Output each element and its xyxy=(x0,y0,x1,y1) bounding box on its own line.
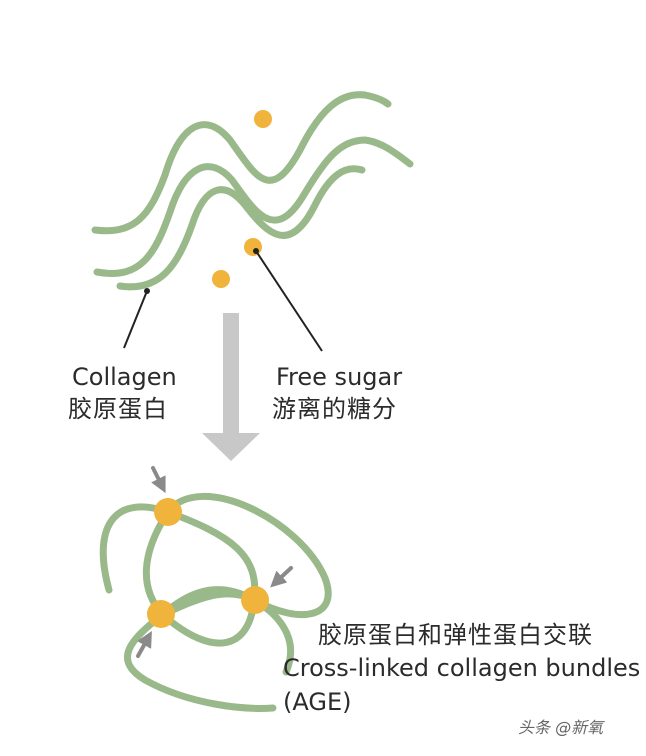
network-fiber-1 xyxy=(99,492,332,712)
collagen-label-en: Collagen xyxy=(72,363,177,391)
collagen-fiber-2 xyxy=(93,136,414,277)
free-sugar-label-en: Free sugar xyxy=(276,363,403,391)
sugar-molecule-1 xyxy=(254,110,272,128)
indicator-arrow-1 xyxy=(151,466,166,494)
collagen-pointer-dot xyxy=(144,288,150,294)
crosslinked-label-zh: 胶原蛋白和弹性蛋白交联 xyxy=(318,621,593,649)
collagen-fiber-3 xyxy=(116,165,366,291)
age-label: (AGE) xyxy=(283,688,352,716)
watermark: 头条 @新氧 xyxy=(518,718,604,737)
indicator-arrow-2 xyxy=(270,566,293,588)
crosslink-nodes xyxy=(147,498,269,628)
transition-arrow xyxy=(202,313,260,461)
crosslink-node-1 xyxy=(154,498,182,526)
collagen-fiber-1 xyxy=(91,91,392,235)
crosslinked-label-en: Cross-linked collagen bundles xyxy=(283,654,641,682)
indicator-arrow-3 xyxy=(136,631,152,658)
sugar-pointer-dot xyxy=(253,248,259,254)
sugar-molecule-2 xyxy=(244,238,262,256)
sugar-pointer-line xyxy=(255,250,323,352)
arrow-shaft xyxy=(223,313,239,441)
collagen-pointer-line xyxy=(123,290,148,349)
arrow-head xyxy=(202,433,260,461)
collagen-label-zh: 胶原蛋白 xyxy=(68,395,168,423)
crosslink-node-2 xyxy=(241,586,269,614)
sugar-molecule-3 xyxy=(212,270,230,288)
free-sugar-label-zh: 游离的糖分 xyxy=(272,395,397,423)
crosslink-indicators xyxy=(136,466,293,658)
crosslink-node-3 xyxy=(147,600,175,628)
collagen-fibers-free xyxy=(91,91,414,291)
